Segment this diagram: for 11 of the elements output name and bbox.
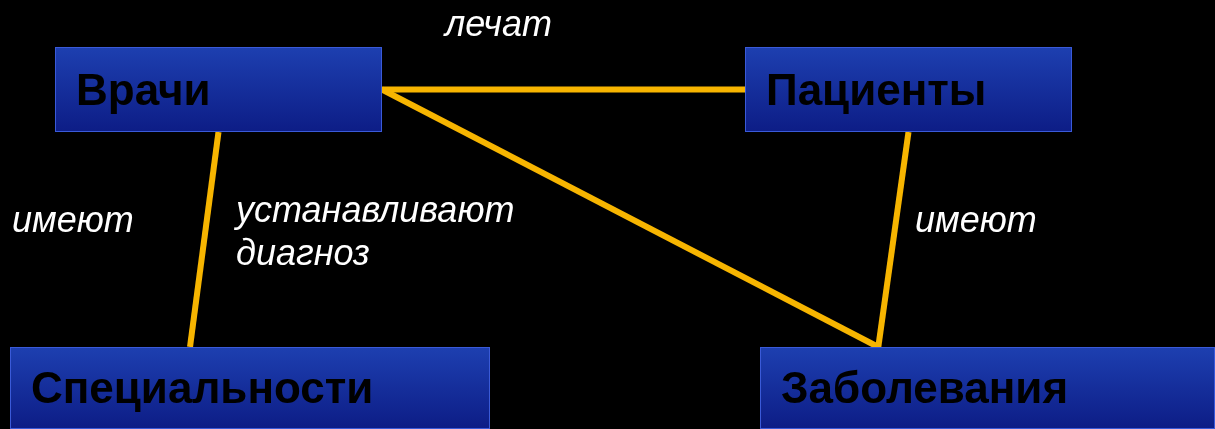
entity-box: [745, 47, 1072, 132]
entity-name: Пациенты: [766, 64, 987, 115]
connector-line: [875, 131, 912, 348]
entity-box: [55, 47, 382, 132]
entity-box: [760, 347, 1215, 429]
entity-box: [10, 347, 490, 429]
entity-name: Заболевания: [781, 363, 1069, 413]
connector-line: [382, 86, 745, 93]
entity-name: Специальности: [31, 363, 374, 413]
connector-line: [187, 131, 222, 348]
entity-name: Врачи: [76, 64, 211, 115]
